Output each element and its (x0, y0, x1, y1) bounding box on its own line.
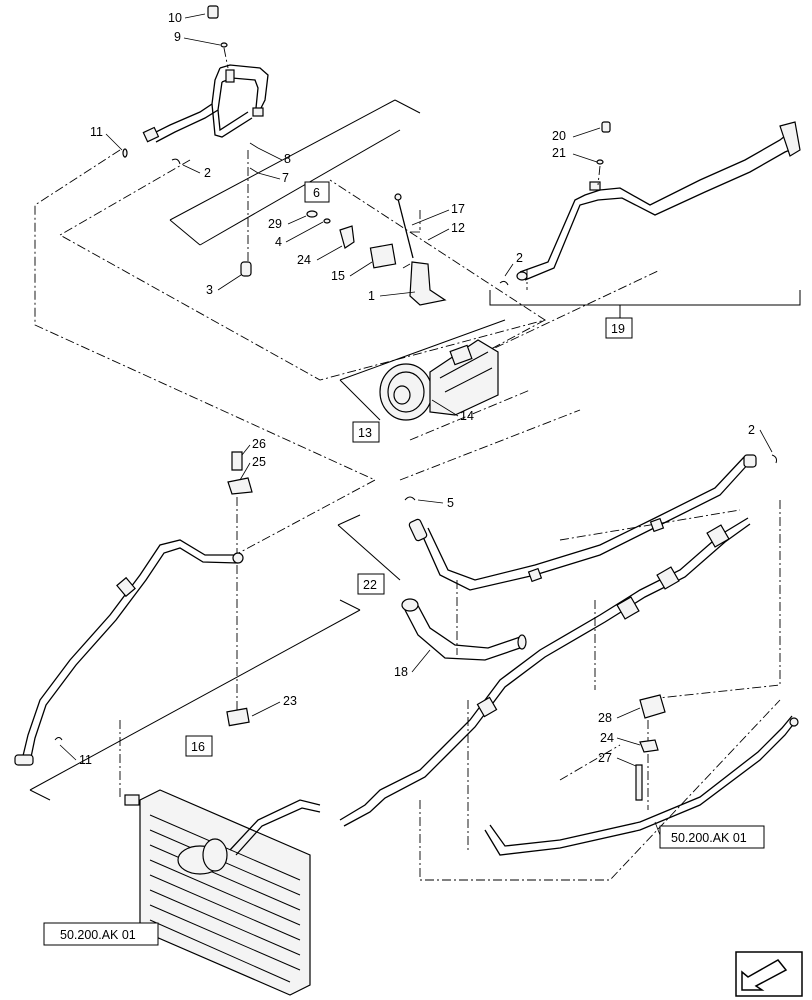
callout-2-left: 2 (204, 166, 211, 180)
callout-11-top: 11 (90, 125, 103, 139)
compressor-part-14 (379, 339, 499, 421)
valve-part-3 (240, 261, 252, 277)
callout-1: 1 (368, 289, 375, 303)
callout-4: 4 (275, 235, 282, 249)
clip-part-25 (227, 477, 253, 495)
suction-tube-assembly (142, 64, 269, 143)
assembly-box-6[interactable]: 6 (304, 181, 330, 203)
drain-hose-part-18 (401, 598, 527, 661)
callout-25: 25 (252, 455, 266, 469)
heater-lines (339, 517, 799, 856)
callout-29: 29 (268, 217, 282, 231)
callout-2-right-top: 2 (516, 251, 523, 265)
assembly-box-16[interactable]: 16 (185, 735, 213, 757)
liquid-line-assembly-16 (14, 539, 244, 766)
callout-15: 15 (331, 269, 345, 283)
callout-20: 20 (552, 129, 566, 143)
callout-12: 12 (451, 221, 465, 235)
callout-21: 21 (552, 146, 566, 160)
callout-23: 23 (283, 694, 297, 708)
condenser-assembly (124, 789, 321, 996)
svg-text:6: 6 (313, 186, 320, 200)
assembly-box-22[interactable]: 22 (357, 573, 385, 595)
svg-text:22: 22 (363, 578, 377, 592)
svg-text:16: 16 (191, 740, 205, 754)
callout-17: 17 (451, 202, 465, 216)
assembly-brackets (29, 99, 801, 801)
bolt-part-26 (231, 451, 243, 471)
callout-28: 28 (598, 711, 612, 725)
cap-part-10 (207, 5, 219, 19)
reference-link-left[interactable]: 50.200.AK 01 (43, 922, 159, 946)
hose-assembly-22 (404, 454, 777, 591)
callout-18: 18 (394, 665, 408, 679)
discharge-hose-assembly (499, 121, 801, 286)
assembly-number-boxes: 6 19 13 22 16 (185, 181, 633, 757)
callout-11-bottom: 11 (79, 753, 92, 767)
svg-text:50.200.AK 01: 50.200.AK 01 (60, 928, 136, 942)
svg-text:50.200.AK 01: 50.200.AK 01 (671, 831, 747, 845)
callout-5: 5 (447, 496, 454, 510)
assembly-box-19[interactable]: 19 (605, 317, 633, 339)
bracket-hardware (306, 193, 447, 306)
callout-10: 10 (168, 11, 182, 25)
callout-24-bottom: 24 (600, 731, 614, 745)
callout-2-right: 2 (748, 423, 755, 437)
o-ring-part-9 (220, 42, 228, 48)
callout-8: 8 (284, 152, 291, 166)
svg-text:13: 13 (358, 426, 372, 440)
navigation-arrow-icon[interactable] (735, 951, 803, 997)
callout-labels: 10 9 11 2 8 7 3 29 4 24 15 1 17 12 14 20… (59, 11, 773, 767)
callout-7: 7 (282, 171, 289, 185)
callout-3: 3 (206, 283, 213, 297)
assembly-box-13[interactable]: 13 (352, 421, 380, 443)
o-ring-part-11-top (122, 148, 128, 158)
callout-26: 26 (252, 437, 266, 451)
svg-text:19: 19 (611, 322, 625, 336)
callout-27: 27 (598, 751, 612, 765)
callout-9: 9 (174, 30, 181, 44)
reference-link-right[interactable]: 50.200.AK 01 (654, 821, 765, 849)
callout-24-top: 24 (297, 253, 311, 267)
callout-14: 14 (460, 409, 474, 423)
block-part-23 (226, 707, 250, 727)
grouping-outlines (34, 149, 781, 881)
clip-part-2-left (171, 158, 181, 165)
